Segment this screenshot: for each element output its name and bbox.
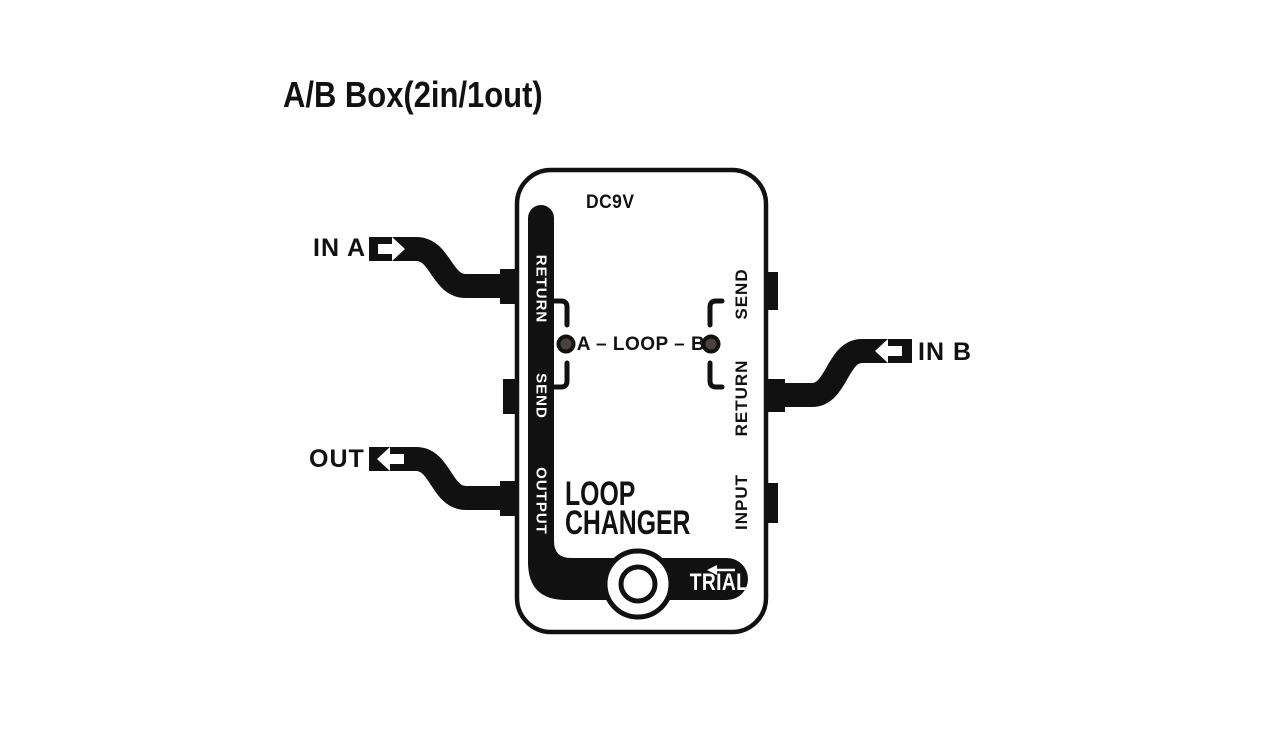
- diagram-title: A/B Box(2in/1out): [283, 74, 543, 115]
- bracket-a-top-icon: [552, 298, 570, 328]
- led-a-icon: [556, 334, 576, 354]
- brand-logo: TRIAL: [689, 569, 749, 596]
- bracket-a-bottom-icon: [552, 360, 570, 390]
- power-label: DC9V: [586, 192, 635, 213]
- jack-strip-and-brand-pill: [528, 205, 748, 600]
- led-b-icon: [701, 334, 721, 354]
- bracket-b-top-icon: [707, 298, 725, 328]
- brand-arrow-left-icon: [707, 565, 717, 575]
- right-jack-label-return: RETURN: [732, 359, 751, 437]
- cable-out: [369, 447, 514, 510]
- right-jack-label-input: INPUT: [732, 474, 751, 530]
- in-b-label: IN B: [918, 338, 972, 366]
- bracket-b-bottom-icon: [707, 360, 725, 390]
- right-jack-label-send: SEND: [732, 268, 751, 320]
- footswitch-inner-icon: [618, 564, 658, 604]
- left-jack-label-send: SEND: [532, 373, 550, 419]
- cable-in-b: [766, 339, 912, 407]
- jack-output-left: [500, 481, 518, 516]
- pedal-body: [514, 167, 769, 635]
- left-jack-label-output: OUTPUT: [532, 467, 550, 535]
- cable-in-a: [369, 237, 514, 298]
- model-name-line2: CHANGER: [565, 504, 691, 542]
- out-label: OUT: [309, 445, 365, 473]
- arrow-right-icon: [378, 237, 405, 261]
- model-name: LOOP CHANGER: [565, 475, 691, 542]
- model-name-line1: LOOP: [565, 475, 636, 513]
- in-a-label: IN A: [313, 234, 367, 262]
- loop-indicator-label: A – LOOP – B: [576, 334, 706, 355]
- arrow-left-icon: [875, 339, 902, 363]
- arrow-left-icon: [377, 447, 404, 471]
- jack-return-left: [500, 269, 518, 304]
- jack-send-left: [503, 379, 518, 414]
- jack-return-right: [764, 379, 785, 412]
- left-jack-label-return: RETURN: [532, 254, 550, 324]
